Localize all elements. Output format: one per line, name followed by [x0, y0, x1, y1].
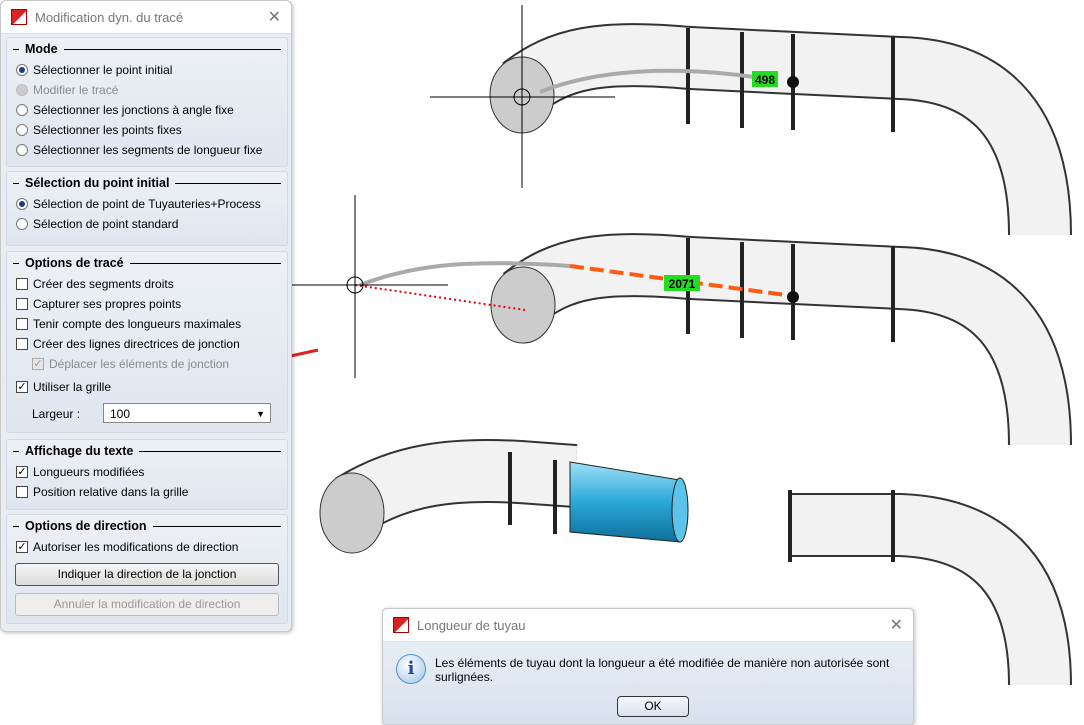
- panel-titlebar: Modification dyn. du tracé ✕: [1, 1, 291, 34]
- checkbox-straight-segments[interactable]: Créer des segments droits: [7, 274, 287, 294]
- route-modification-panel: Modification dyn. du tracé ✕ Mode Sélect…: [0, 0, 292, 632]
- panel-title: Modification dyn. du tracé: [35, 9, 184, 25]
- checkbox-relative-grid-position[interactable]: Position relative dans la grille: [7, 482, 287, 502]
- radio-select-initial-point[interactable]: Sélectionner le point initial: [7, 60, 287, 80]
- length-label-1: [752, 71, 778, 87]
- crosshair-1: [430, 5, 615, 188]
- radio-piping-point[interactable]: Sélection de point de Tuyauteries+Proces…: [7, 194, 287, 214]
- radio-standard-point[interactable]: Sélection de point standard: [7, 214, 287, 234]
- radio-label: Sélection de point de Tuyauteries+Proces…: [33, 197, 261, 211]
- width-value: 100: [110, 407, 131, 421]
- width-label: Largeur :: [32, 407, 81, 421]
- group-title: Mode: [13, 42, 281, 56]
- checkbox-own-points[interactable]: Capturer ses propres points: [7, 294, 287, 314]
- radio-label: Modifier le tracé: [33, 83, 119, 97]
- dialog-title: Longueur de tuyau: [417, 617, 526, 633]
- checkbox-label: Créer des lignes directrices de jonction: [33, 337, 240, 351]
- ok-button[interactable]: OK: [617, 696, 689, 717]
- checkbox-label: Tenir compte des longueurs maximales: [33, 317, 242, 331]
- dialog-titlebar: Longueur de tuyau ✕: [383, 609, 913, 642]
- pipe-length-dialog: Longueur de tuyau ✕ i Les éléments de tu…: [382, 608, 914, 725]
- group-title: Options de tracé: [13, 256, 281, 270]
- checkbox-max-lengths[interactable]: Tenir compte des longueurs maximales: [7, 314, 287, 334]
- initial-point-group: Sélection du point initial Sélection de …: [6, 171, 288, 246]
- chevron-down-icon: ▼: [256, 409, 265, 419]
- length-label-2: [664, 275, 700, 291]
- checkbox-label: Position relative dans la grille: [33, 485, 189, 499]
- checkbox-allow-direction-changes[interactable]: ✓Autoriser les modifications de directio…: [16, 540, 239, 554]
- length-label-2-text: 2071: [669, 277, 696, 291]
- indicate-direction-button[interactable]: Indiquer la direction de la jonction: [15, 563, 279, 586]
- app-icon: [11, 9, 27, 25]
- info-icon: i: [396, 654, 426, 684]
- radio-label: Sélectionner les jonctions à angle fixe: [33, 103, 234, 117]
- close-icon[interactable]: ✕: [889, 617, 903, 634]
- direction-options-group: Options de direction ✓Autoriser les modi…: [6, 514, 288, 624]
- pipe-assembly-3: [319, 438, 689, 554]
- radio-label: Sélectionner le point initial: [33, 63, 173, 77]
- pipe-assembly-2: [354, 233, 1072, 446]
- width-select[interactable]: 100 ▼: [103, 403, 271, 423]
- mode-group: Mode Sélectionner le point initial Modif…: [6, 37, 288, 167]
- radio-fixed-angle-junctions[interactable]: Sélectionner les jonctions à angle fixe: [7, 100, 287, 120]
- dialog-message: Les éléments de tuyau dont la longueur a…: [435, 656, 890, 684]
- checkbox-label: Longueurs modifiées: [33, 465, 145, 479]
- radio-label: Sélection de point standard: [33, 217, 179, 231]
- group-title: Options de direction: [13, 519, 281, 533]
- checkbox-label: Créer des segments droits: [33, 277, 174, 291]
- app-icon: [393, 617, 409, 633]
- selected-pipe: [569, 461, 681, 543]
- close-icon[interactable]: ✕: [267, 9, 281, 26]
- radio-label: Sélectionner les segments de longueur fi…: [33, 143, 263, 157]
- radio-label: Sélectionner les points fixes: [33, 123, 182, 137]
- checkbox-label: Déplacer les éléments de jonction: [49, 357, 230, 371]
- pipe-assembly-4: [788, 490, 1072, 686]
- length-label-1-text: 498: [755, 73, 775, 87]
- radio-fixed-length-segments[interactable]: Sélectionner les segments de longueur fi…: [7, 140, 287, 160]
- checkbox-modified-lengths[interactable]: ✓Longueurs modifiées: [16, 465, 145, 479]
- checkbox-label: Utiliser la grille: [33, 380, 112, 394]
- checkbox-junction-guides[interactable]: Créer des lignes directrices de jonction: [7, 334, 287, 354]
- text-display-group: Affichage du texte ✓Longueurs modifiées …: [6, 439, 288, 510]
- cancel-direction-button: Annuler la modification de direction: [15, 593, 279, 616]
- checkbox-label: Autoriser les modifications de direction: [33, 540, 239, 554]
- checkbox-use-grid[interactable]: ✓Utiliser la grille: [16, 380, 112, 394]
- group-title: Affichage du texte: [13, 444, 281, 458]
- radio-modify-route: Modifier le tracé: [7, 80, 287, 100]
- radio-fixed-points[interactable]: Sélectionner les points fixes: [7, 120, 287, 140]
- group-title: Sélection du point initial: [13, 176, 281, 190]
- checkbox-move-junction-elements: ✓Déplacer les éléments de jonction: [32, 357, 230, 371]
- checkbox-label: Capturer ses propres points: [33, 297, 182, 311]
- pipe-assembly-1: [489, 23, 1072, 236]
- route-options-group: Options de tracé Créer des segments droi…: [6, 251, 288, 433]
